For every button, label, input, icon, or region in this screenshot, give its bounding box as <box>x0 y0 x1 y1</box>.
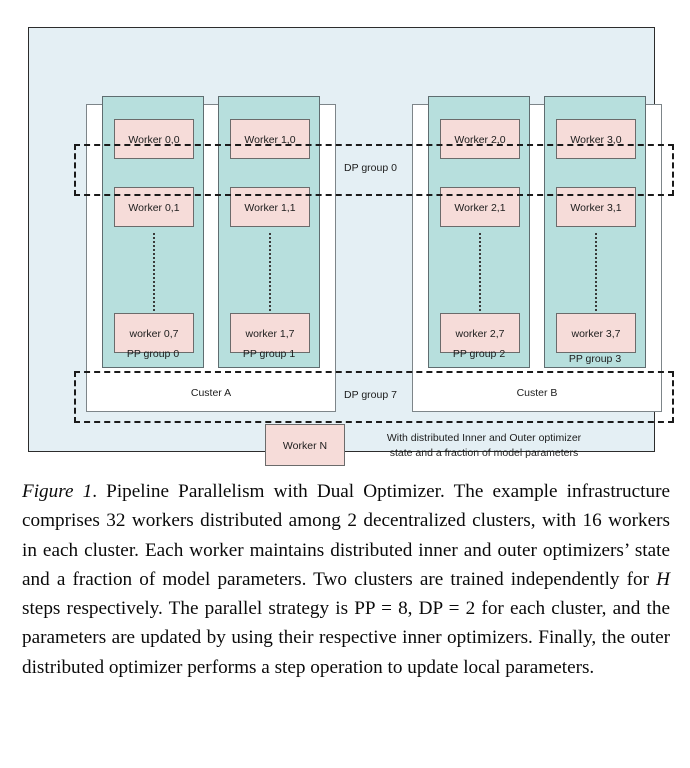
legend-description-line1: With distributed Inner and Outer optimiz… <box>386 432 582 444</box>
figure-caption: Figure 1. Pipeline Parallelism with Dual… <box>22 477 670 682</box>
worker-box-3-7: worker 3,7 <box>556 313 636 353</box>
legend-description-line2: state and a fraction of model parameters <box>389 447 579 459</box>
caption-figure-number: Figure 1 <box>22 481 93 502</box>
dp-group-box-7 <box>74 371 674 423</box>
worker-box-2-1: Worker 2,1 <box>440 187 520 227</box>
pp-group-label-1: PP group 1 <box>242 348 296 360</box>
caption-math-variable: H <box>656 568 670 590</box>
caption-text-part1: . Pipeline Parallelism with Dual Optimiz… <box>22 481 670 590</box>
worker-box-2-7: worker 2,7 <box>440 313 520 353</box>
worker-box-3-1: Worker 3,1 <box>556 187 636 227</box>
worker-box-3-0: Worker 3,0 <box>556 119 636 159</box>
worker-box-0-1: Worker 0,1 <box>114 187 194 227</box>
pp-group-column-3: Worker 3,0 Worker 3,1 worker 3,7 PP grou… <box>544 96 646 368</box>
caption-text-part2: steps respectively. The parallel strateg… <box>22 598 670 678</box>
cluster-label-a: Custer A <box>190 387 232 399</box>
pp-group-label-2: PP group 2 <box>452 348 506 360</box>
pp-group-column-1: Worker 1,0 Worker 1,1 worker 1,7 PP grou… <box>218 96 320 368</box>
vertical-ellipsis-icon <box>269 233 271 311</box>
cluster-label-b: Custer B <box>516 387 558 399</box>
worker-box-0-0: Worker 0,0 <box>114 119 194 159</box>
vertical-ellipsis-icon <box>153 233 155 311</box>
dp-group-box-0 <box>74 144 674 196</box>
diagram-panel: Custer A Worker 0,0 Worker 0,1 worker 0,… <box>28 27 674 466</box>
vertical-ellipsis-icon <box>479 233 481 311</box>
pp-group-label-3: PP group 3 <box>568 353 622 365</box>
figure-diagram: Custer A Worker 0,0 Worker 0,1 worker 0,… <box>28 27 674 466</box>
worker-box-0-7: worker 0,7 <box>114 313 194 353</box>
worker-box-1-7: worker 1,7 <box>230 313 310 353</box>
legend-worker-swatch: Worker N <box>265 424 345 466</box>
worker-box-1-1: Worker 1,1 <box>230 187 310 227</box>
pp-group-column-0: Worker 0,0 Worker 0,1 worker 0,7 PP grou… <box>102 96 204 368</box>
legend-description: With distributed Inner and Outer optimiz… <box>354 431 614 461</box>
worker-box-2-0: Worker 2,0 <box>440 119 520 159</box>
worker-box-1-0: Worker 1,0 <box>230 119 310 159</box>
pp-group-label-0: PP group 0 <box>126 348 180 360</box>
pp-group-column-2: Worker 2,0 Worker 2,1 worker 2,7 PP grou… <box>428 96 530 368</box>
dp-group-label-0: DP group 0 <box>344 162 397 174</box>
dp-group-label-7: DP group 7 <box>344 389 397 401</box>
vertical-ellipsis-icon <box>595 233 597 311</box>
